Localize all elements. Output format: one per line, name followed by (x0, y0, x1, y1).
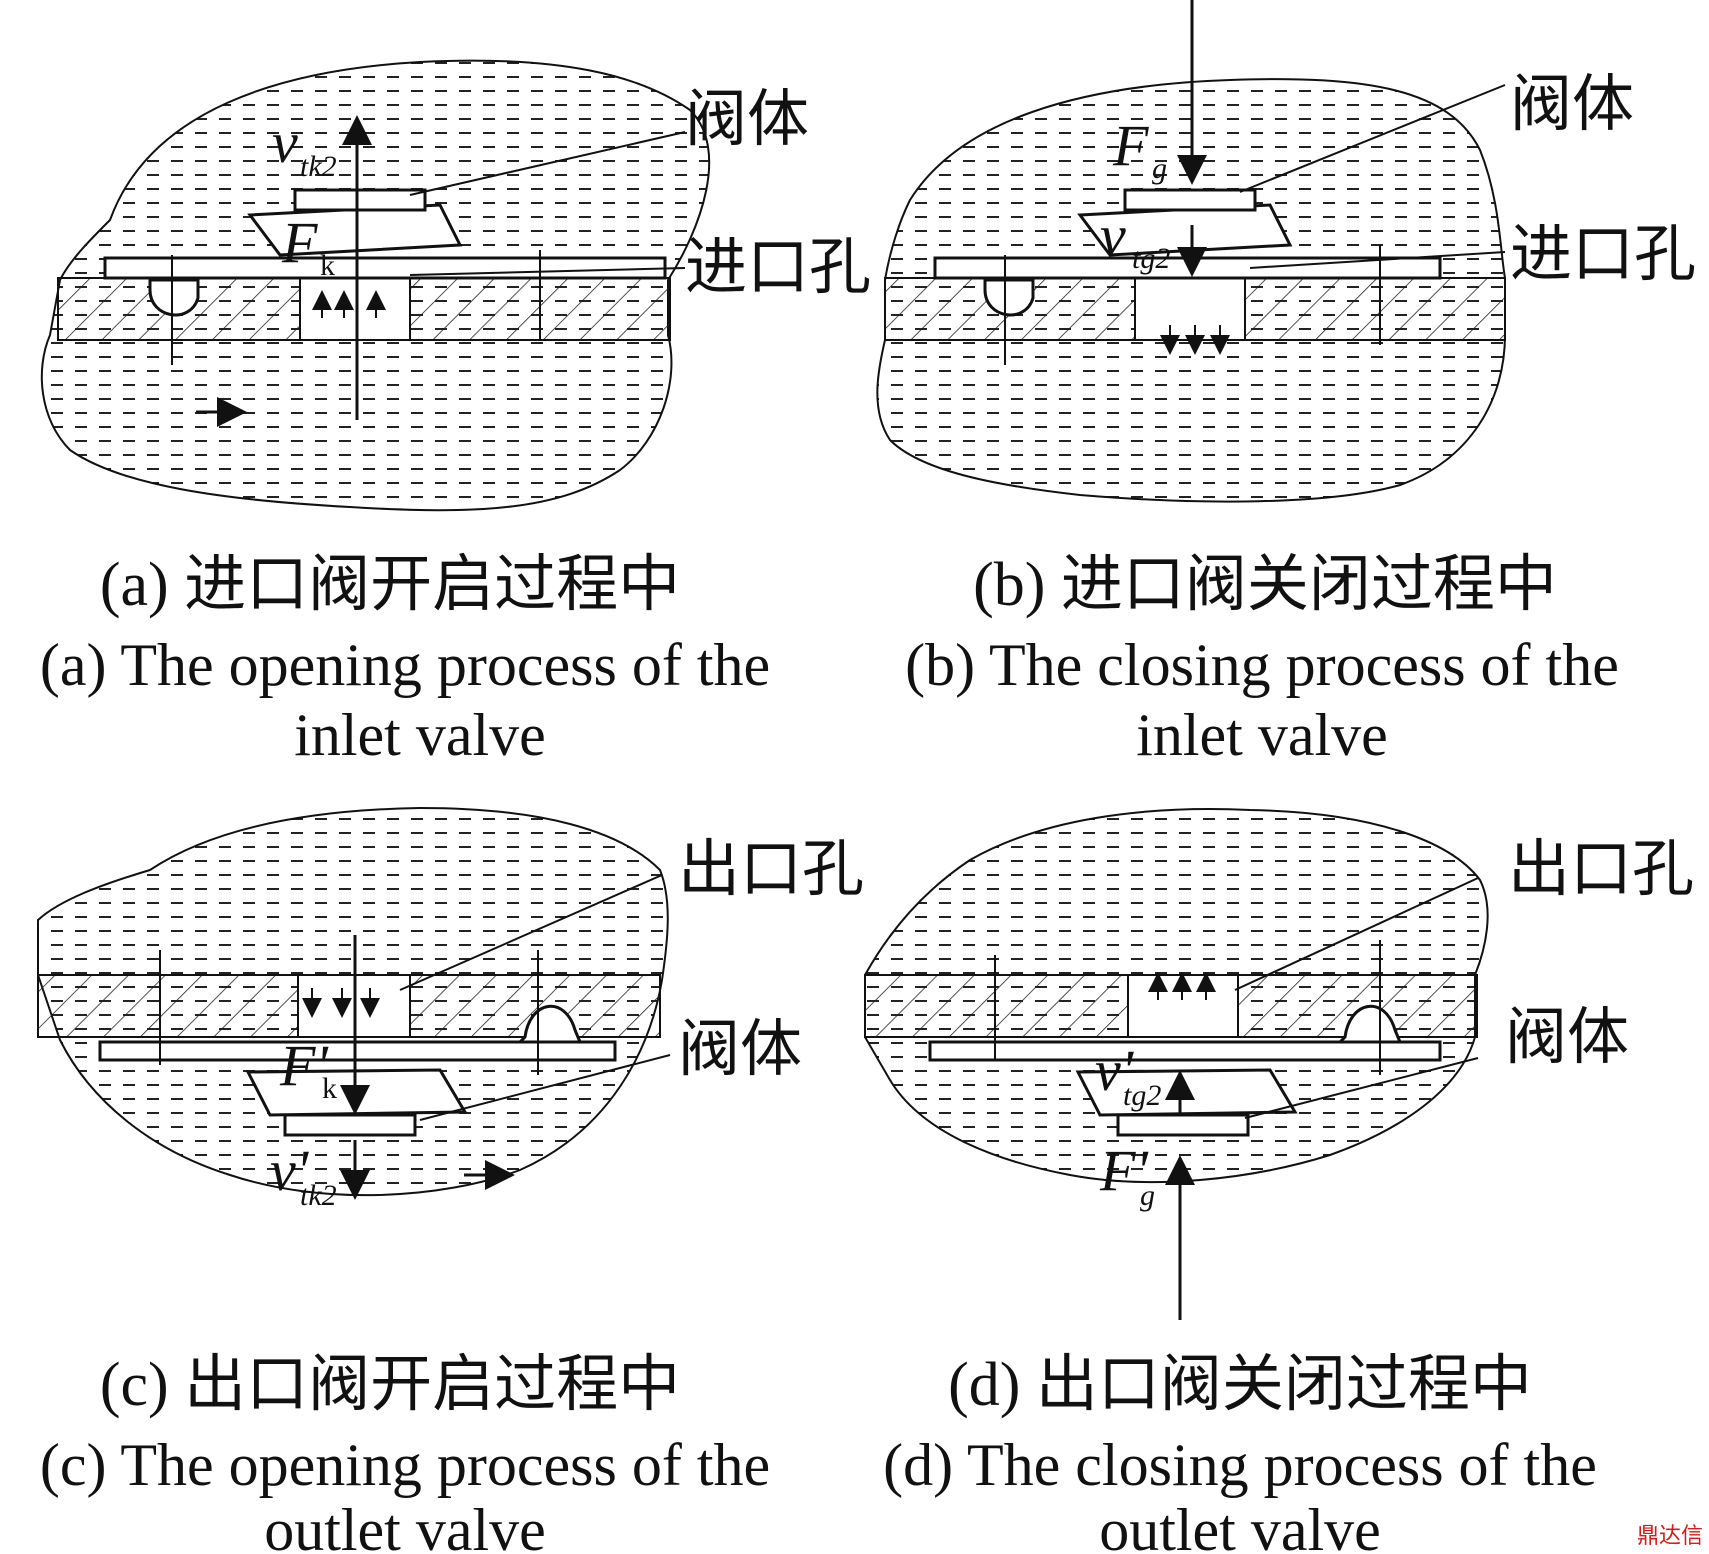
panel-d: 出口孔 阀体 v' tg2 F' g (d) 出口阀关闭过程中 (d) The … (864, 808, 1694, 1554)
valve-plate (928, 1040, 1442, 1062)
symbol-force: F' (279, 1033, 329, 1098)
symbol-force: F' (1099, 1138, 1149, 1203)
valve-cap (1116, 1113, 1250, 1137)
caption-en-line1: (d) The closing process of the (883, 1432, 1597, 1498)
mount-screw (983, 278, 1035, 317)
caption-en-line2: outlet valve (264, 1497, 546, 1554)
hole-flow-arrows (312, 290, 386, 318)
label-hole: 进口孔 (685, 230, 871, 303)
symbol-velocity-sub: tg2 (1123, 1079, 1161, 1112)
caption-en-line2: outlet valve (1099, 1497, 1381, 1554)
panel-b: 阀体 进口孔 F g v tg2 (b) 进口阀关闭过程中 (b) The cl… (876, 0, 1696, 768)
wall-hole (299, 277, 411, 341)
watermark: 鼎达信 (1636, 1524, 1703, 1549)
label-body: 阀体 (685, 82, 809, 155)
hole-flow-arrows (1148, 972, 1216, 1000)
symbol-force-sub: k (322, 1072, 337, 1105)
label-body: 阀体 (1505, 1000, 1629, 1073)
symbol-force-sub: g (1140, 1179, 1155, 1212)
symbol-velocity: v (272, 110, 298, 175)
symbol-force: F (281, 210, 318, 275)
wall-hole (1134, 277, 1246, 341)
valve-cap (293, 188, 427, 212)
symbol-velocity: v' (270, 1138, 310, 1203)
hole-flow-arrows (1160, 325, 1230, 355)
label-hole: 出口孔 (1508, 832, 1694, 905)
caption-cn: (a) 进口阀开启过程中 (100, 551, 680, 619)
symbol-velocity-sub: tk2 (300, 1179, 337, 1212)
symbol-force: F (1112, 113, 1149, 178)
panel-a: 阀体 进口孔 v tk2 F k (a) 进口阀开启过程中 (a) The op… (40, 59, 871, 768)
caption-cn: (c) 出口阀开启过程中 (100, 1351, 680, 1419)
caption-en-line1: (c) The opening process of the (40, 1432, 770, 1498)
mount-screw (516, 1004, 583, 1044)
caption-en-line2: inlet valve (1136, 702, 1388, 768)
symbol-force-sub: k (320, 249, 335, 282)
valve-plate (98, 1040, 617, 1062)
panel-c: 出口孔 阀体 F' k v' tk2 (c) 出口阀开启过程中 (c) The … (37, 806, 864, 1554)
label-hole: 出口孔 (678, 832, 864, 905)
label-body: 阀体 (1510, 67, 1634, 140)
symbol-velocity-sub: tg2 (1132, 242, 1170, 275)
label-hole: 进口孔 (1510, 217, 1696, 290)
mount-screw (1336, 1004, 1403, 1044)
symbol-velocity: v' (1095, 1038, 1135, 1103)
symbol-velocity-sub: tk2 (300, 150, 337, 183)
valve-cap (283, 1113, 417, 1137)
valve-cap (1123, 188, 1257, 212)
valve-plate (103, 256, 667, 280)
mount-screw (148, 278, 200, 317)
caption-en-line1: (b) The closing process of the (905, 632, 1619, 698)
symbol-velocity: v (1100, 203, 1126, 268)
caption-cn: (d) 出口阀关闭过程中 (948, 1351, 1532, 1419)
caption-en-line2: inlet valve (294, 702, 546, 768)
caption-cn: (b) 进口阀关闭过程中 (973, 551, 1557, 619)
symbol-force-sub: g (1152, 152, 1167, 185)
hole-flow-arrows (302, 988, 380, 1018)
label-body: 阀体 (678, 1012, 802, 1085)
caption-en-line1: (a) The opening process of the (40, 632, 770, 698)
